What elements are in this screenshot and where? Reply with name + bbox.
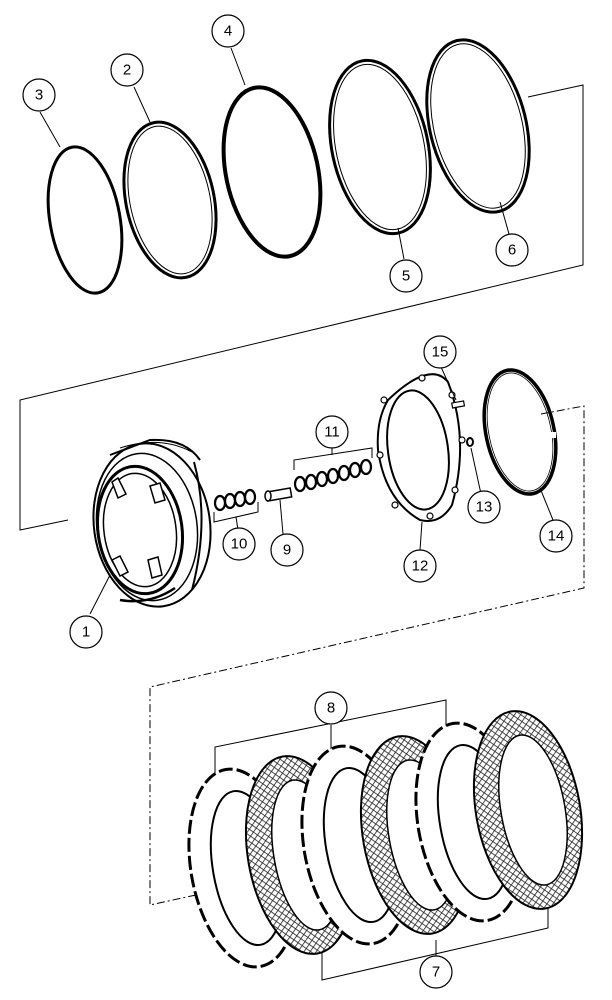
callout-label-4: 4 <box>224 23 232 40</box>
callout-label-12: 12 <box>412 558 429 575</box>
piston-housing <box>92 438 212 608</box>
callout-4: 4 <box>211 14 245 48</box>
friction-disc-3 <box>472 710 584 910</box>
callout-label-3: 3 <box>35 87 43 104</box>
callout-9: 9 <box>270 533 304 567</box>
callout-label-10: 10 <box>231 536 248 553</box>
seal-ring-group <box>19 38 584 531</box>
callout-15: 15 <box>423 335 457 369</box>
callout-7: 7 <box>419 955 453 989</box>
callout-11: 11 <box>315 415 349 449</box>
spring-set-11 <box>293 458 373 493</box>
callout-5: 5 <box>389 259 423 293</box>
callout-label-14: 14 <box>548 528 565 545</box>
group-outline-top <box>19 84 584 531</box>
clutch-pack <box>187 699 584 981</box>
seal-ring-6 <box>425 38 531 214</box>
callout-3: 3 <box>22 78 56 112</box>
seal-ring-5 <box>328 58 432 236</box>
seal-ring-2 <box>122 120 218 280</box>
callout-2: 2 <box>110 53 144 87</box>
callout-label-15: 15 <box>432 344 449 361</box>
callout-label-6: 6 <box>508 242 516 259</box>
group-outline-dashdot <box>149 405 585 906</box>
snap-ring-14 <box>482 368 558 496</box>
ball-13 <box>466 437 474 447</box>
callout-label-13: 13 <box>476 499 493 516</box>
callout-10: 10 <box>222 527 256 561</box>
callout-12: 12 <box>403 549 437 583</box>
bracket-11 <box>293 447 373 470</box>
callout-6: 6 <box>495 233 529 267</box>
callout-14: 14 <box>539 519 573 553</box>
pin-9 <box>264 487 293 502</box>
spring-set-10 <box>213 488 257 512</box>
callout-label-8: 8 <box>327 700 335 717</box>
callout-label-1: 1 <box>82 624 90 641</box>
seal-ring-3 <box>46 145 124 295</box>
callout-13: 13 <box>467 490 501 524</box>
callout-label-7: 7 <box>432 964 440 981</box>
callout-label-9: 9 <box>283 542 291 559</box>
bracket-7 <box>321 900 549 981</box>
callout-label-5: 5 <box>402 268 410 285</box>
callout-label-11: 11 <box>324 424 340 441</box>
callout-8: 8 <box>314 691 348 725</box>
dowel-15 <box>451 400 466 409</box>
seal-ring-4 <box>221 85 323 259</box>
retainer-plate-12 <box>376 373 466 522</box>
callout-label-2: 2 <box>123 62 131 79</box>
callout-1: 1 <box>69 615 103 649</box>
